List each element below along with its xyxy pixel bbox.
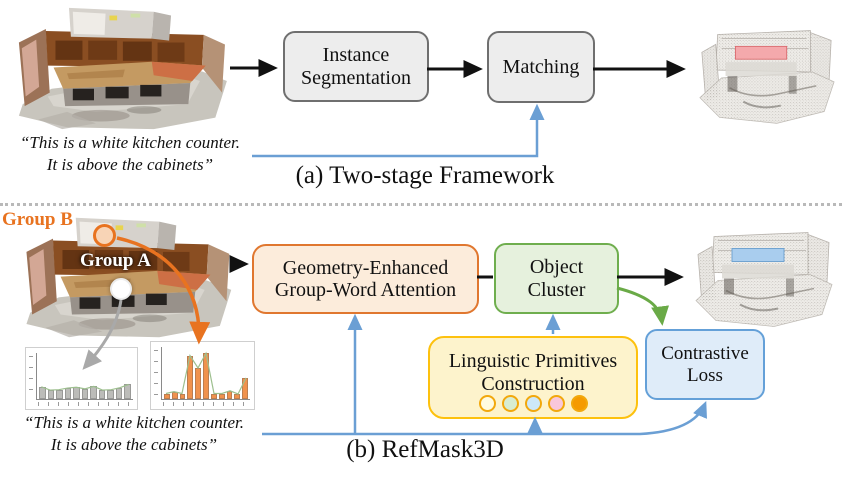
group-b-histogram [150, 341, 255, 410]
instance-segmentation-label-line1: Instance [322, 44, 390, 67]
input-point-cloud-scene-a [8, 4, 232, 134]
quote-line-2: It is above the cabinets” [46, 155, 214, 175]
contrastive-loss-label-line2: Loss [687, 364, 723, 386]
group-b-anchor-circle [93, 224, 116, 247]
object-cluster-label-line1: Object [529, 256, 584, 279]
geometry-attention-label-line1: Geometry-Enhanced [282, 256, 449, 279]
output-point-cloud-scene-a [692, 18, 840, 130]
matching-box: Matching [487, 31, 595, 103]
group-a-anchor-circle [110, 278, 132, 300]
panel-a-caption: (a) Two-stage Framework [295, 162, 555, 189]
quote-line-2: It is above the cabinets” [50, 435, 218, 455]
instance-segmentation-label-line2: Segmentation [301, 66, 411, 89]
linguistic-primitives-label-line2: Construction [481, 372, 585, 395]
primitive-circle [501, 395, 519, 412]
primitive-circle [524, 395, 542, 412]
primitive-circle [570, 395, 588, 412]
arrow-object-cluster-to-contrastive-loss [616, 286, 669, 326]
linguistic-primitives-label-line1: Linguistic Primitives [448, 350, 618, 373]
geometry-enhanced-group-word-attention-box: Geometry-Enhanced Group-Word Attention [252, 244, 479, 314]
object-cluster-box: Object Cluster [494, 243, 619, 314]
geometry-attention-label-line2: Group-Word Attention [274, 279, 457, 301]
panel-b-caption: (b) RefMask3D [346, 436, 504, 463]
primitive-circle [547, 395, 565, 412]
object-cluster-label-line2: Cluster [527, 278, 586, 301]
referring-expression-a: “This is a white kitchen counter. It is … [0, 132, 260, 176]
contrastive-loss-label-line1: Contrastive [661, 343, 749, 365]
linguistic-primitives-construction-box: Linguistic Primitives Construction [428, 336, 638, 419]
group-a-histogram [25, 347, 138, 410]
group-a-label: Group A [80, 250, 151, 271]
panel-divider [0, 203, 842, 206]
primitive-circles [430, 395, 636, 412]
input-point-cloud-scene-b [10, 214, 242, 342]
output-point-cloud-scene-b [688, 220, 838, 333]
group-b-label: Group B [2, 209, 73, 230]
primitive-circle [478, 395, 496, 412]
matching-label: Matching [502, 55, 580, 78]
referring-expression-b: “This is a white kitchen counter. It is … [0, 412, 268, 456]
quote-line-1: “This is a white kitchen counter. [23, 413, 245, 432]
arrow-text-to-matching [252, 103, 545, 158]
quote-line-1: “This is a white kitchen counter. [19, 133, 241, 152]
contrastive-loss-box: Contrastive Loss [645, 329, 765, 400]
instance-segmentation-box: Instance Segmentation [283, 31, 429, 102]
